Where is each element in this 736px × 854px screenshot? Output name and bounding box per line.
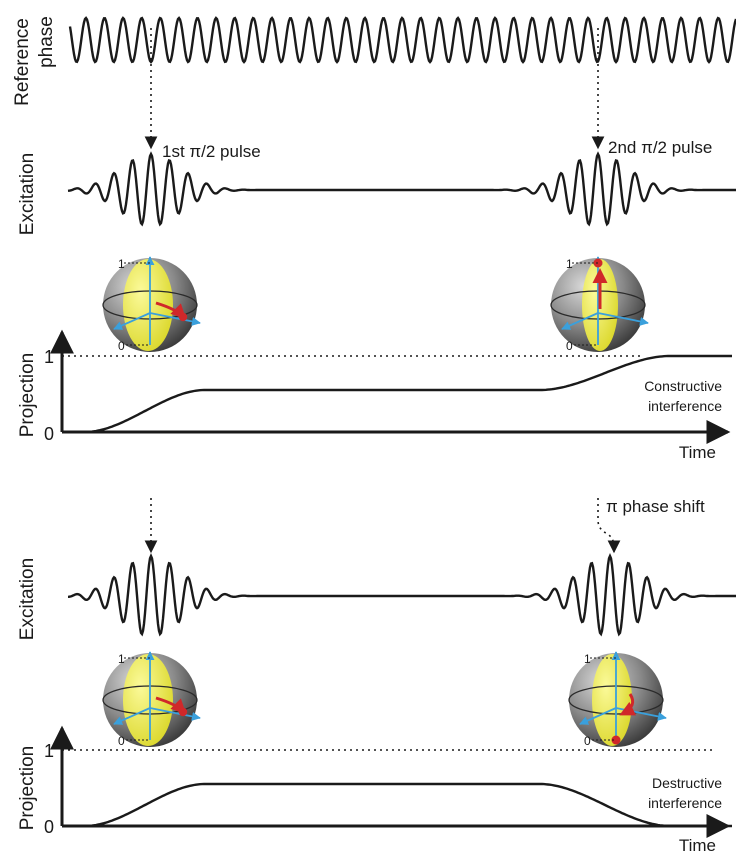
excitation-wave-top [67,151,736,227]
excitation-label-top: Excitation [17,153,38,235]
projection-bottom-tick-0: 0 [44,817,54,837]
excitation-wave-bottom [68,552,736,637]
projection-top-tick-1: 1 [44,347,54,367]
outcome-top-line1: Constructive [644,378,722,394]
time-label-bottom: Time [679,836,716,854]
bloch1-top-tick-1: 1 [118,257,125,271]
bloch2-bottom-tick-1: 1 [584,652,591,666]
time-label-top: Time [679,443,716,462]
projection-bottom-tick-1: 1 [44,741,54,761]
bloch1-bottom-tick-0: 0 [118,734,125,748]
projection-label-top: Projection [17,353,38,438]
pulse2-label: 2nd π/2 pulse [608,138,712,157]
phase-shift-arrow [597,498,621,554]
excitation-label-bottom: Excitation [17,558,38,640]
bloch-sphere-top-2: 1 0 [550,256,649,353]
reference-phase-wave [68,16,736,64]
projection-top-tick-0: 0 [44,424,54,444]
bloch2-top-tick-0: 0 [566,339,573,353]
projection-label-bottom: Projection [17,746,38,831]
bloch1-bottom-tick-1: 1 [118,652,125,666]
bloch2-top-tick-1: 1 [566,257,573,271]
reference-phase-label-line2: phase [36,16,57,68]
bloch-sphere-bottom-1: 1 0 [102,651,201,748]
bloch-sphere-top-1: 1 0 [102,256,201,353]
bloch1-top-tick-0: 0 [118,339,125,353]
pulse1-label: 1st π/2 pulse [162,142,261,161]
phase-shift-label: π phase shift [606,497,705,516]
reference-phase-label: Reference [12,18,33,106]
projection-curve-bottom [62,782,732,828]
outcome-top-line2: interference [648,398,722,414]
projection-curve-top [62,354,732,434]
outcome-bottom-line1: Destructive [652,775,722,791]
outcome-bottom-line2: interference [648,795,722,811]
bloch-sphere-bottom-2: 1 0 [568,651,667,748]
bloch2-bottom-tick-0: 0 [584,734,591,748]
